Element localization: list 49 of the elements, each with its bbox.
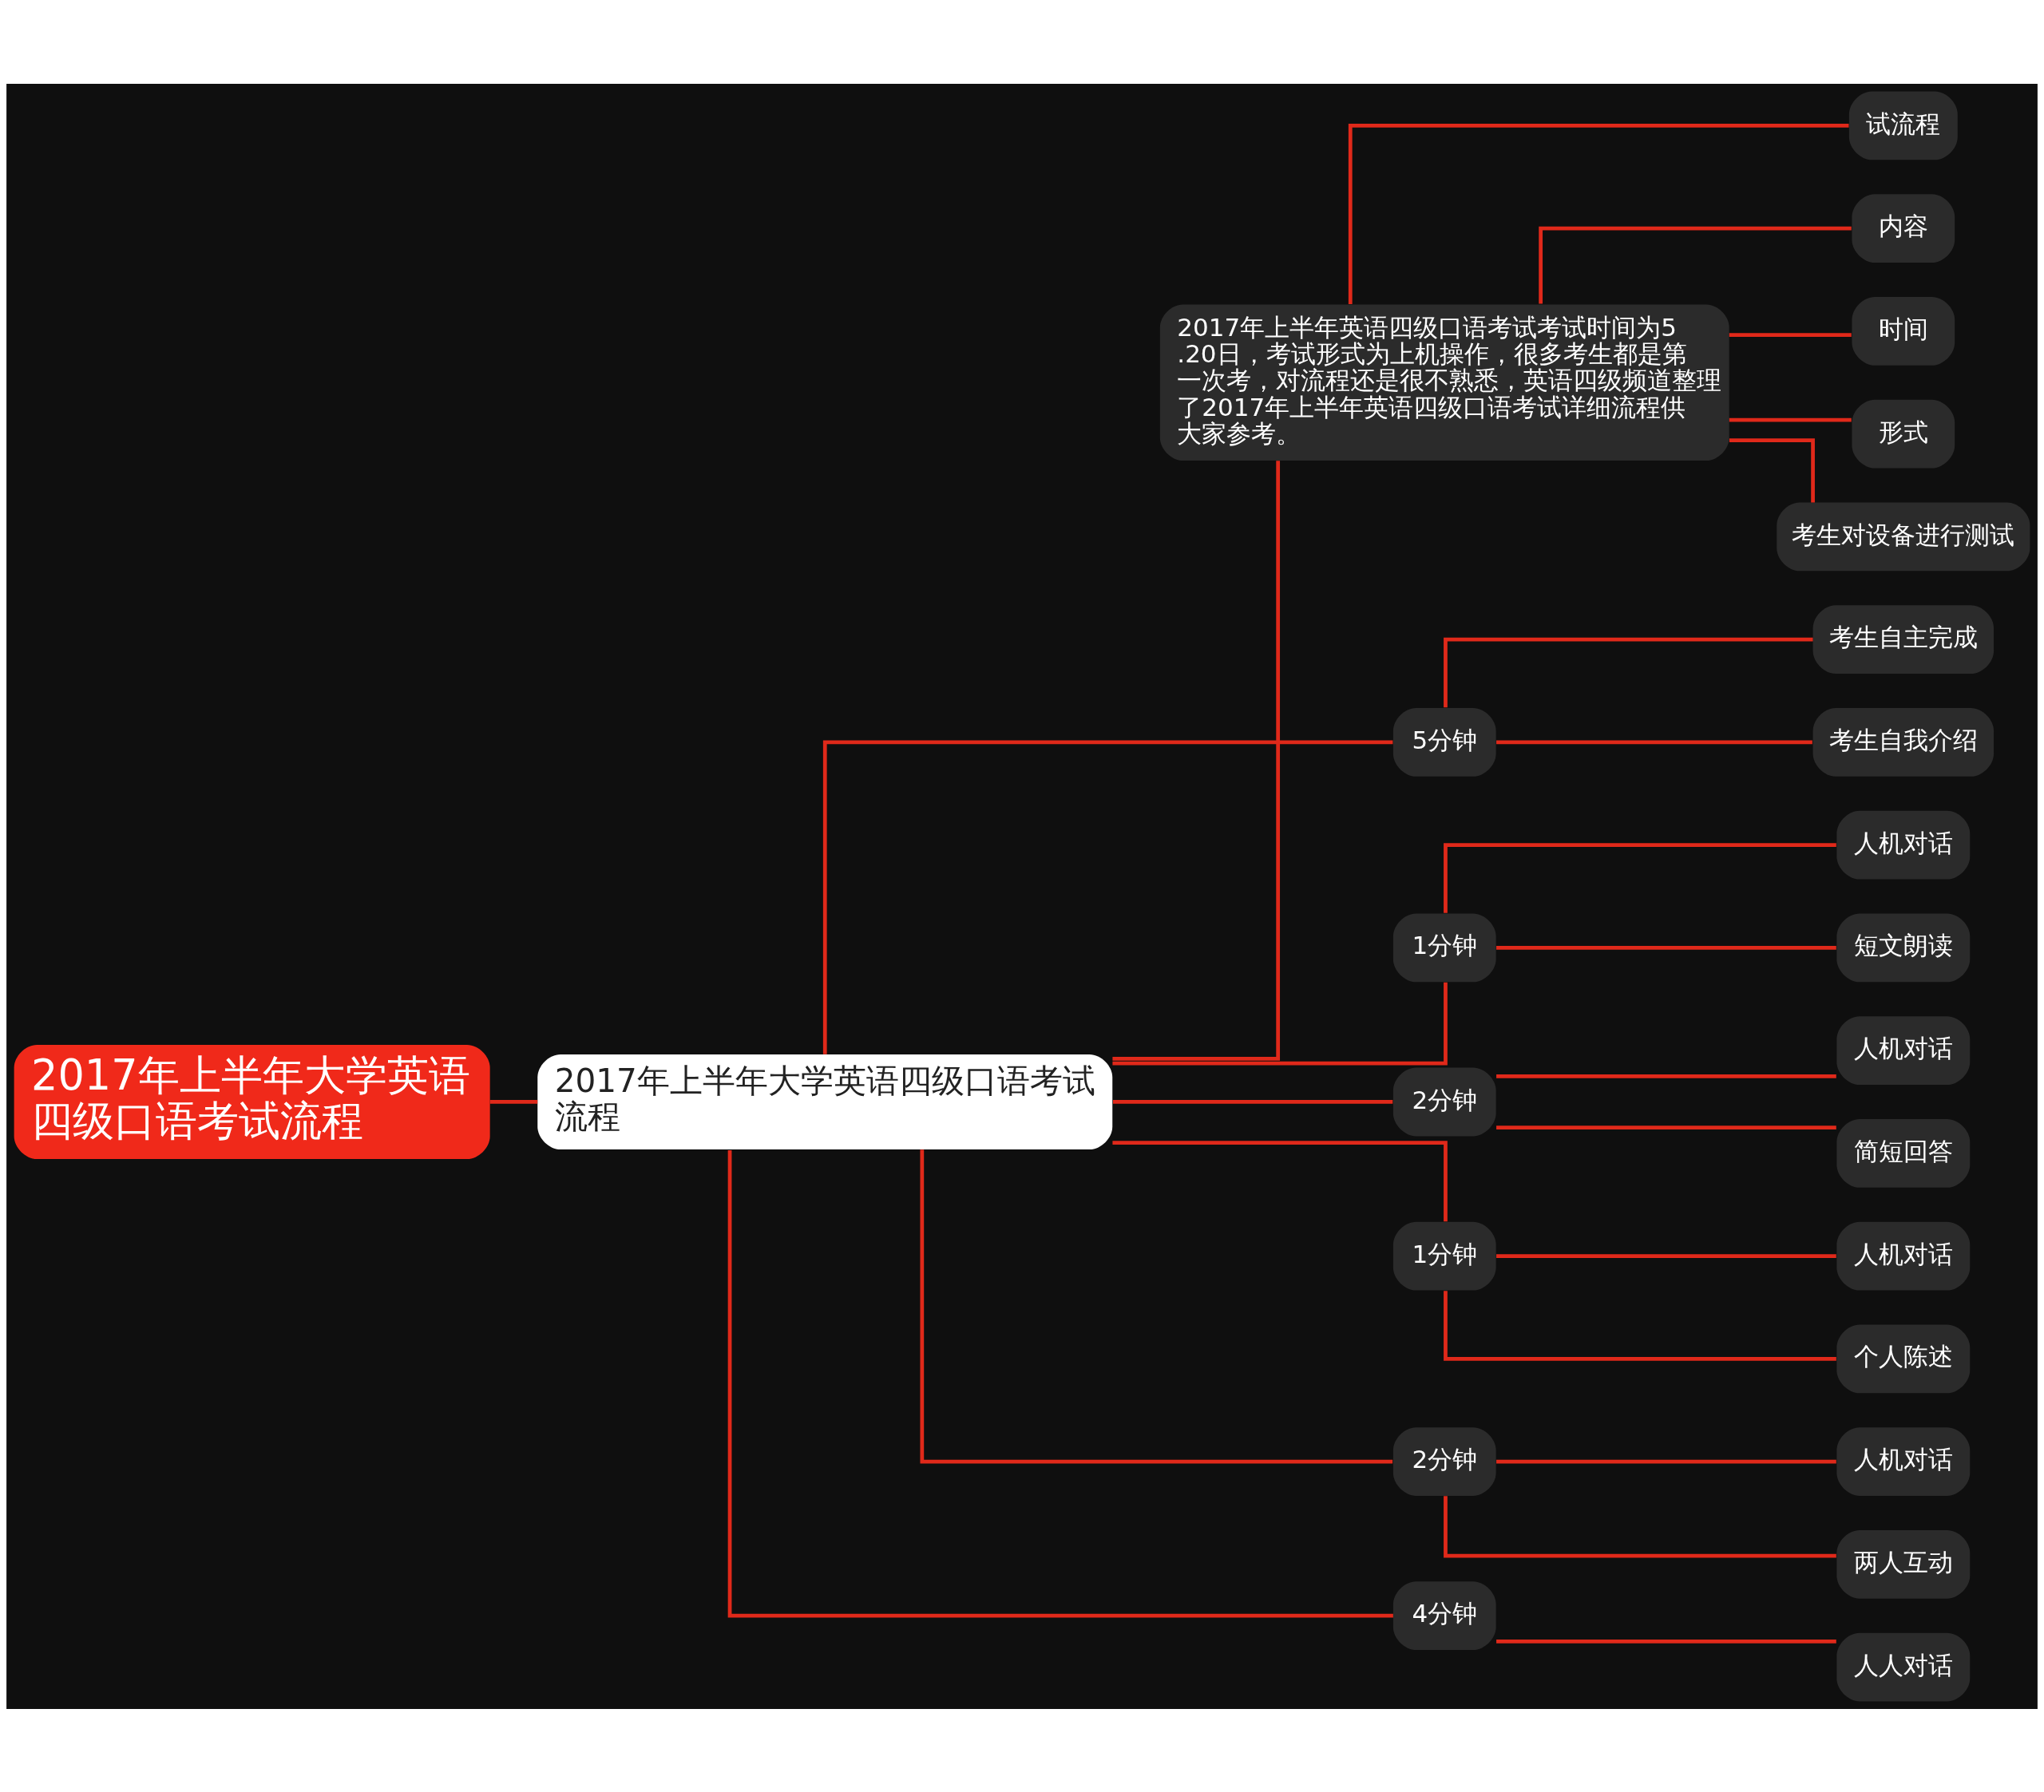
- node-box: 1分钟: [1392, 1221, 1496, 1290]
- node-box: 2017年上半年大学英语四级口语考试流程: [14, 1044, 490, 1159]
- node-box: 考生自主完成: [1812, 604, 1994, 674]
- connector: [1496, 1639, 1836, 1644]
- connector: [1348, 123, 1849, 304]
- connector: [489, 1099, 538, 1104]
- connector: [1444, 1495, 1836, 1557]
- node-box: 人机对话: [1836, 1221, 1971, 1290]
- connector: [1496, 1125, 1836, 1129]
- node-box: 考生自我介绍: [1812, 707, 1994, 777]
- connector: [1729, 417, 1852, 422]
- connector: [1539, 226, 1852, 303]
- connector: [822, 740, 1393, 1054]
- node-box: 短文朗读: [1836, 912, 1971, 982]
- node-box: 2017年上半年大学英语四级口语考试流程: [537, 1054, 1113, 1149]
- node-box: 内容: [1852, 193, 1955, 263]
- node-box: 时间: [1852, 296, 1955, 366]
- connector: [920, 1149, 1393, 1463]
- connector: [1113, 1099, 1393, 1104]
- node-box: 2分钟: [1392, 1426, 1496, 1496]
- node-box: 试流程: [1848, 91, 1958, 160]
- connector: [1729, 437, 1815, 502]
- node-box: 5分钟: [1392, 707, 1496, 777]
- connector: [1112, 1140, 1448, 1221]
- node-box: 考生对设备进行测试: [1777, 502, 2030, 571]
- node-box: 1分钟: [1392, 912, 1496, 982]
- node-box: 人人对话: [1836, 1632, 1971, 1701]
- node-box: 2分钟: [1392, 1067, 1496, 1136]
- connector: [1496, 740, 1812, 744]
- connector: [1444, 1290, 1836, 1361]
- node-box: 人机对话: [1836, 1015, 1971, 1085]
- connector: [727, 1149, 1393, 1618]
- node-box: 2017年上半年英语四级口语考试考试时间为5.20日，考试形式为上机操作，很多考生都是第一次考，对流程还是很不熟悉，英语四级频道整理了2017年上半年英语四级口语考试详细流程供大家参考。: [1159, 304, 1729, 461]
- node-box: 4分钟: [1392, 1580, 1496, 1650]
- connector: [1496, 1459, 1836, 1463]
- node-box: 个人陈述: [1836, 1323, 1971, 1393]
- connector: [1444, 842, 1836, 913]
- connector: [1112, 460, 1281, 1061]
- node-box: 形式: [1852, 399, 1955, 469]
- node-box: 简短回答: [1836, 1118, 1971, 1188]
- connector: [1496, 1253, 1836, 1258]
- node-box: 人机对话: [1836, 1426, 1971, 1496]
- connector: [1496, 1074, 1836, 1078]
- connector: [1444, 637, 1813, 707]
- connector: [1729, 332, 1852, 337]
- connector: [1112, 982, 1448, 1065]
- node-box: 两人互动: [1836, 1529, 1971, 1599]
- node-box: 人机对话: [1836, 810, 1971, 880]
- connector: [1496, 945, 1836, 950]
